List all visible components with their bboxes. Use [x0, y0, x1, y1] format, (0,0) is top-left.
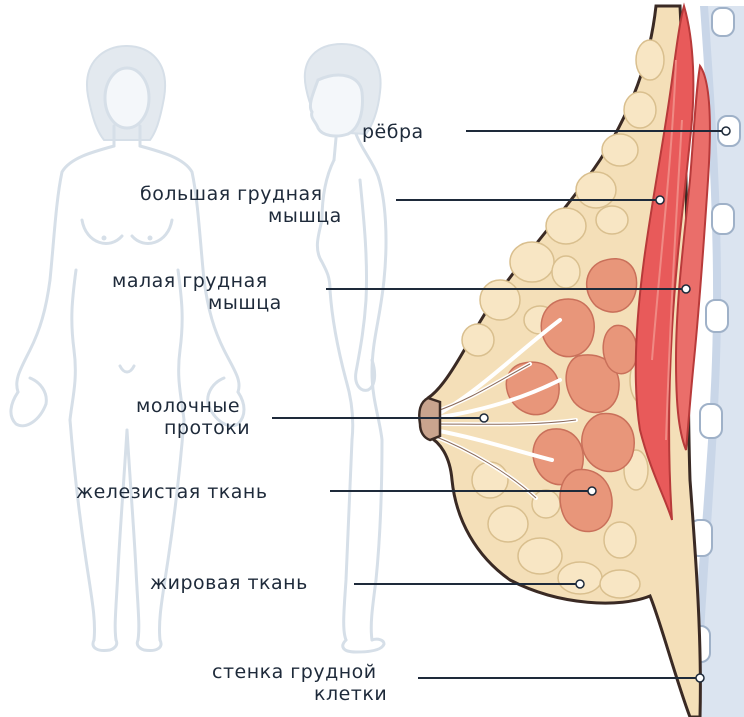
- label-milk-ducts-line2: протоки: [164, 417, 250, 439]
- label-chest-wall-line2: клетки: [314, 683, 387, 705]
- label-pectoralis-minor-line1: малая грудная: [112, 270, 268, 292]
- breast-cross-section: [419, 6, 710, 717]
- label-ribs: рёбра: [362, 121, 424, 143]
- female-front-silhouette-icon: [11, 46, 244, 651]
- label-fatty-tissue: жировая ткань: [150, 572, 308, 594]
- label-pectoralis-minor-line2: мышца: [208, 292, 282, 314]
- label-pectoralis-major-line2: мышца: [268, 205, 342, 227]
- label-glandular-tissue: железистая ткань: [76, 481, 268, 503]
- label-chest-wall-line1: стенка грудной: [212, 661, 377, 683]
- label-milk-ducts-line1: молочные: [136, 395, 240, 417]
- label-pectoralis-major-line1: большая грудная: [140, 183, 323, 205]
